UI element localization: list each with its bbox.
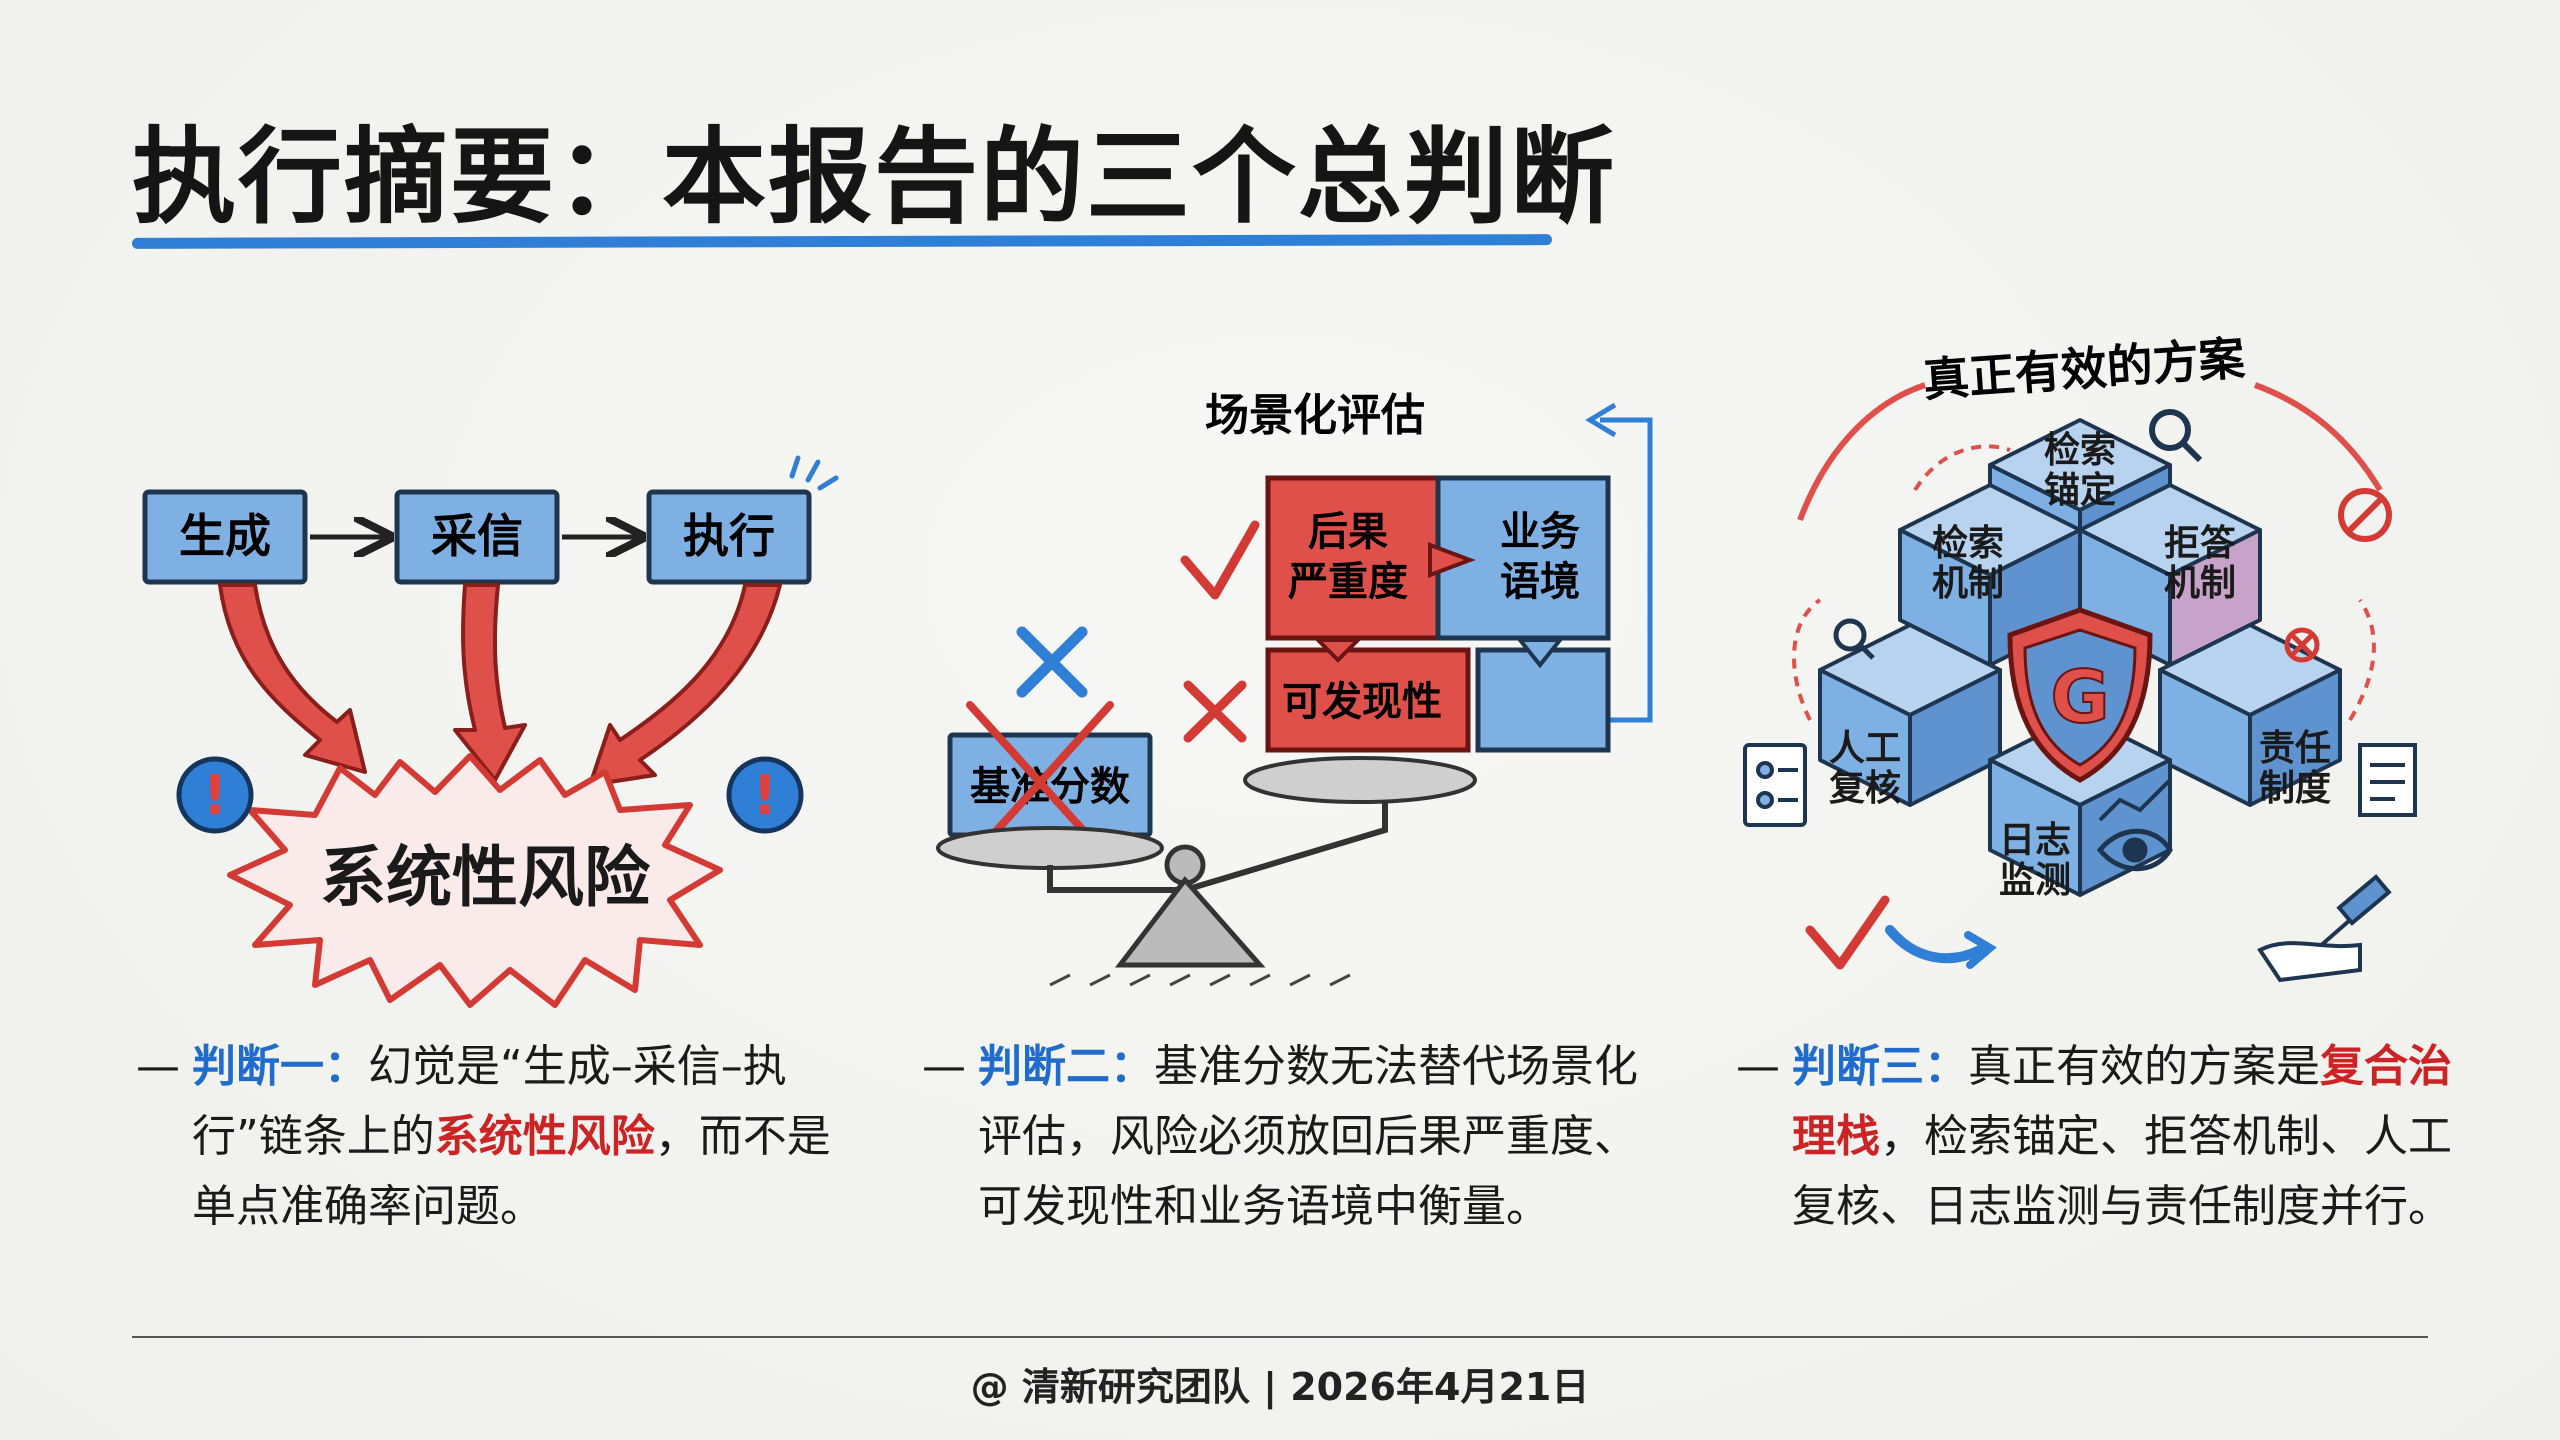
judgment-dash: — bbox=[1736, 1041, 1780, 1092]
balance-scale bbox=[936, 756, 1477, 987]
feedback-arrow-head bbox=[1585, 402, 1617, 438]
judgment-text-a: 真正有效的方案是 bbox=[1968, 1041, 2320, 1092]
judgment-text-b: ，检索锚定、拒答机制、人工复核、日志监测与责任制度并行。 bbox=[1792, 1111, 2452, 1232]
risk-label: 系统性风险 bbox=[320, 839, 651, 916]
check-bottom-icon bbox=[1805, 895, 1890, 970]
gavel-icon bbox=[2257, 874, 2392, 983]
sparkle-icon bbox=[789, 455, 839, 491]
scenario-eval-label: 场景化评估 bbox=[1205, 390, 1425, 441]
flow-box-execute: 执行 bbox=[646, 489, 812, 585]
page-title: 执行摘要：本报告的三个总判断 bbox=[132, 116, 1617, 238]
footer-divider bbox=[132, 1336, 2428, 1338]
cube-anchor-l2: 锚定 bbox=[2044, 470, 2116, 511]
svg-text:严重度: 严重度 bbox=[1288, 559, 1408, 605]
judgment-head: 判断一： bbox=[192, 1041, 368, 1092]
flow-box-generate: 生成 bbox=[142, 489, 308, 585]
benchmark-score-box: 基准分数 bbox=[947, 732, 1153, 838]
block-puzzle-blue bbox=[1475, 638, 1611, 753]
judgment-highlight: 复合治理栈 bbox=[1792, 1041, 2452, 1162]
cube-human-l2: 复核 bbox=[1829, 768, 1901, 809]
cube-retrieval-l2: 机制 bbox=[1932, 563, 2004, 604]
cube-resp-l2: 制度 bbox=[2259, 768, 2331, 809]
alert-right-icon: ! bbox=[726, 756, 804, 834]
alert-left-icon: ! bbox=[176, 756, 254, 834]
clipboard-icon bbox=[1743, 743, 1807, 827]
block-business-context: 业务 语境 bbox=[1435, 475, 1611, 641]
judgment-three: — 判断三：真正有效的方案是复合治理栈，检索锚定、拒答机制、人工复核、日志监测与… bbox=[1736, 1032, 2472, 1242]
arc-left bbox=[1797, 382, 1926, 522]
cube-labels: 检索 锚定 检索 机制 拒答 机制 人工 复核 责任 制度 日志 监测 bbox=[1829, 430, 2331, 901]
svg-text:业务: 业务 bbox=[1500, 509, 1580, 555]
prohibit-icon bbox=[2338, 488, 2392, 542]
judgment-head: 判断三： bbox=[1792, 1041, 1968, 1092]
shield-icon: G bbox=[2007, 607, 2153, 783]
document-icon bbox=[2358, 743, 2417, 817]
trend-icon bbox=[2098, 778, 2172, 822]
judgment-one: — 判断一：幻觉是“生成–采信–执行”链条上的系统性风险，而不是单点准确率问题。 bbox=[136, 1032, 852, 1242]
search-small-icon bbox=[1833, 618, 1875, 660]
risk-converge-arrows bbox=[218, 583, 782, 787]
judgment-dash: — bbox=[922, 1041, 966, 1092]
panel-scenario-evaluation: 场景化评估 后果 严重度 业务 语境 可发现性 bbox=[936, 390, 1653, 987]
check-icon bbox=[1180, 520, 1260, 600]
panel-systemic-risk: 生成 采信 执行 系统性风险 ! ! bbox=[142, 455, 839, 1008]
cube-human-l1: 人工 bbox=[1829, 728, 1901, 769]
svg-text:可发现性: 可发现性 bbox=[1282, 679, 1442, 725]
cycle-arrow-head bbox=[1964, 931, 1997, 969]
block-consequence-severity: 后果 严重度 bbox=[1265, 475, 1441, 641]
block-discoverability: 可发现性 bbox=[1265, 647, 1471, 753]
dashed-arrow-right bbox=[2348, 598, 2376, 722]
arc-right bbox=[2253, 382, 2383, 492]
puzzle-arrow-right bbox=[1428, 542, 1476, 578]
cube-anchor-l1: 检索 bbox=[2044, 430, 2116, 471]
governance-arc-label: 真正有效的方案 bbox=[1921, 331, 2247, 407]
cycle-arrow-icon bbox=[1885, 925, 1985, 964]
cube-retrieval-l1: 检索 bbox=[1932, 523, 2004, 564]
flow-box-trust: 采信 bbox=[394, 489, 560, 585]
dashed-arrow-top bbox=[1913, 444, 2011, 492]
cross-blue-icon bbox=[1016, 626, 1088, 698]
cancel-small-icon bbox=[2284, 627, 2320, 663]
judgment-text-a: 基准分数无法替代场景化评估，风险必须放回后果严重度、可发现性和业务语境中衡量。 bbox=[978, 1041, 1638, 1232]
flow-box-execute-label: 执行 bbox=[683, 509, 775, 563]
eye-icon bbox=[2096, 828, 2173, 872]
svg-text:!: ! bbox=[753, 764, 778, 827]
panel-governance-stack: 真正有效的方案 bbox=[1743, 331, 2417, 983]
footer-credit: @ 清新研究团队 | 2026年4月21日 bbox=[970, 1365, 1590, 1409]
judgment-two: — 判断二：基准分数无法替代场景化评估，风险必须放回后果严重度、可发现性和业务语… bbox=[922, 1032, 1678, 1242]
dashed-arrow-left bbox=[1792, 598, 1822, 721]
judgment-head: 判断二： bbox=[978, 1041, 1154, 1092]
cube-refuse-l1: 拒答 bbox=[2164, 523, 2237, 564]
risk-burst bbox=[227, 753, 723, 1008]
cube-refuse-l2: 机制 bbox=[2164, 563, 2236, 604]
title-underline bbox=[131, 234, 1553, 249]
cube-log-l1: 日志 bbox=[1999, 820, 2071, 861]
flow-box-generate-label: 生成 bbox=[179, 509, 271, 563]
svg-text:G: G bbox=[2050, 655, 2109, 739]
svg-text:后果: 后果 bbox=[1308, 509, 1388, 555]
search-icon bbox=[2149, 409, 2203, 463]
flow-box-trust-label: 采信 bbox=[431, 509, 523, 563]
cube-log-l2: 监测 bbox=[1999, 860, 2071, 901]
puzzle-arrow-down bbox=[1313, 638, 1363, 663]
svg-text:语境: 语境 bbox=[1500, 559, 1580, 605]
svg-text:!: ! bbox=[203, 764, 228, 827]
cube-resp-l1: 责任 bbox=[2259, 728, 2331, 769]
judgment-text-b: ，而不是单点准确率问题。 bbox=[192, 1111, 831, 1232]
cross-red-icon bbox=[1183, 680, 1247, 743]
judgment-text-a: 幻觉是“生成–采信–执行”链条上的 bbox=[192, 1041, 787, 1162]
cube-grid bbox=[1818, 418, 2342, 897]
judgment-dash: — bbox=[136, 1041, 180, 1092]
judgment-highlight: 系统性风险 bbox=[434, 1111, 655, 1162]
